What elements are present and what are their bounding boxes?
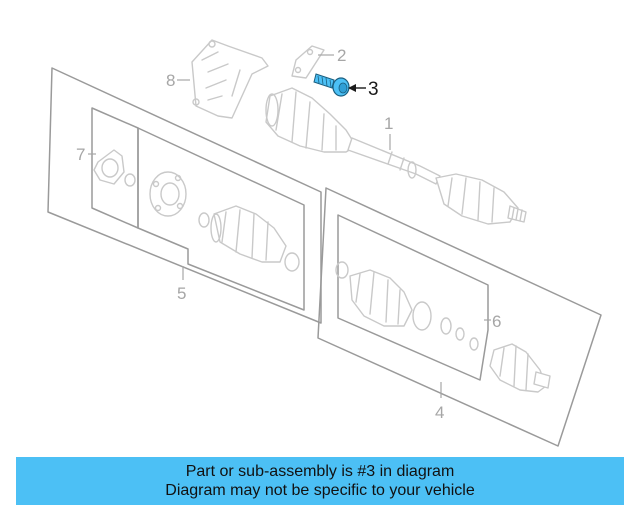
- svg-text:6: 6: [492, 312, 501, 331]
- panel-4-frame: [317, 187, 602, 447]
- svg-text:2: 2: [337, 46, 346, 65]
- svg-text:3: 3: [368, 79, 379, 100]
- banner-line-1: Part or sub-assembly is #3 in diagram: [185, 463, 455, 480]
- panel-5-frame: [47, 67, 322, 324]
- panel-4-parts: [335, 261, 465, 341]
- svg-text:8: 8: [166, 71, 175, 90]
- callout-4: 4: [435, 382, 444, 422]
- callout-6: 6: [484, 312, 501, 331]
- svg-text:7: 7: [76, 145, 85, 164]
- part-7-clip[interactable]: [93, 149, 136, 187]
- banner-line-2: Diagram may not be specific to your vehi…: [165, 482, 475, 499]
- panel-5-parts: [149, 171, 300, 272]
- info-banner: Part or sub-assembly is #3 in diagram Di…: [16, 457, 624, 505]
- part-8-heat-shield[interactable]: [191, 39, 269, 119]
- part-6-circlip[interactable]: [469, 337, 479, 351]
- part-2-plate[interactable]: [291, 45, 325, 79]
- callout-8: 8: [166, 71, 190, 90]
- panel-4-outer-joint: [489, 343, 551, 393]
- part-3-bolt[interactable]: [313, 73, 350, 97]
- svg-text:1: 1: [384, 114, 393, 133]
- callout-5: 5: [177, 266, 186, 303]
- callout-2: 2: [318, 46, 346, 65]
- callout-7: 7: [76, 145, 96, 164]
- callout-3: 3: [348, 79, 379, 100]
- parts-diagram: 1 2 3 4 5 6 7 8: [47, 39, 602, 447]
- part-1-drive-shaft[interactable]: [265, 87, 527, 225]
- svg-text:5: 5: [177, 284, 186, 303]
- svg-text:4: 4: [435, 403, 444, 422]
- callout-1: 1: [384, 114, 393, 150]
